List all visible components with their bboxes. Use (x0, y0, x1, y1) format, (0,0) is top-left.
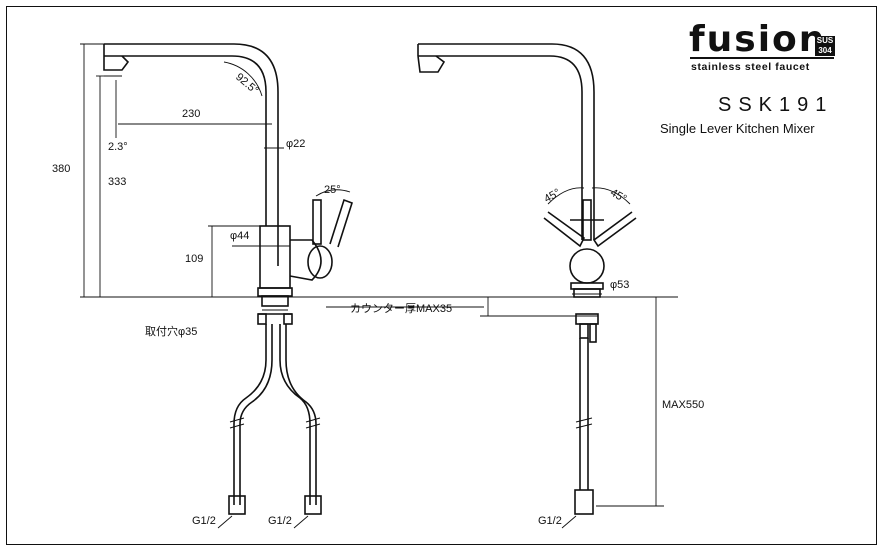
right-faucet (417, 43, 637, 515)
brand-underline (690, 57, 834, 59)
body-diameter-label: φ44 (230, 230, 250, 242)
counter-thickness-label: カウンター厚MAX35 (350, 303, 453, 315)
lever-side-angle-label: 25° (324, 184, 341, 196)
drawing-frame (6, 6, 877, 545)
badge-bottom: 304 (818, 46, 832, 55)
brand-subtitle: stainless steel faucet (691, 61, 810, 73)
model-number: SSK191 (718, 94, 834, 116)
right-dimensions (217, 187, 664, 529)
left-dimensions (80, 43, 351, 311)
spout-reach-label: 230 (182, 108, 201, 120)
badge-top: SUS (816, 36, 834, 45)
base-diameter-label: φ53 (610, 279, 630, 291)
pipe-diameter-label: φ22 (286, 138, 306, 150)
total-height-label: 380 (52, 163, 71, 175)
left-faucet (103, 43, 353, 515)
body-height-label: 109 (185, 253, 204, 265)
thread-left-1-label: G1/2 (192, 515, 216, 527)
thread-right-label: G1/2 (538, 515, 562, 527)
mount-hole-label: 取付穴φ35 (145, 326, 198, 338)
brand-name: fusion (689, 19, 827, 60)
spout-tilt-label: 2.3° (108, 141, 128, 153)
hose-length-label: MAX550 (662, 399, 705, 411)
spout-height-label: 333 (108, 176, 127, 188)
thread-left-2-label: G1/2 (268, 515, 292, 527)
product-description: Single Lever Kitchen Mixer (660, 121, 815, 136)
